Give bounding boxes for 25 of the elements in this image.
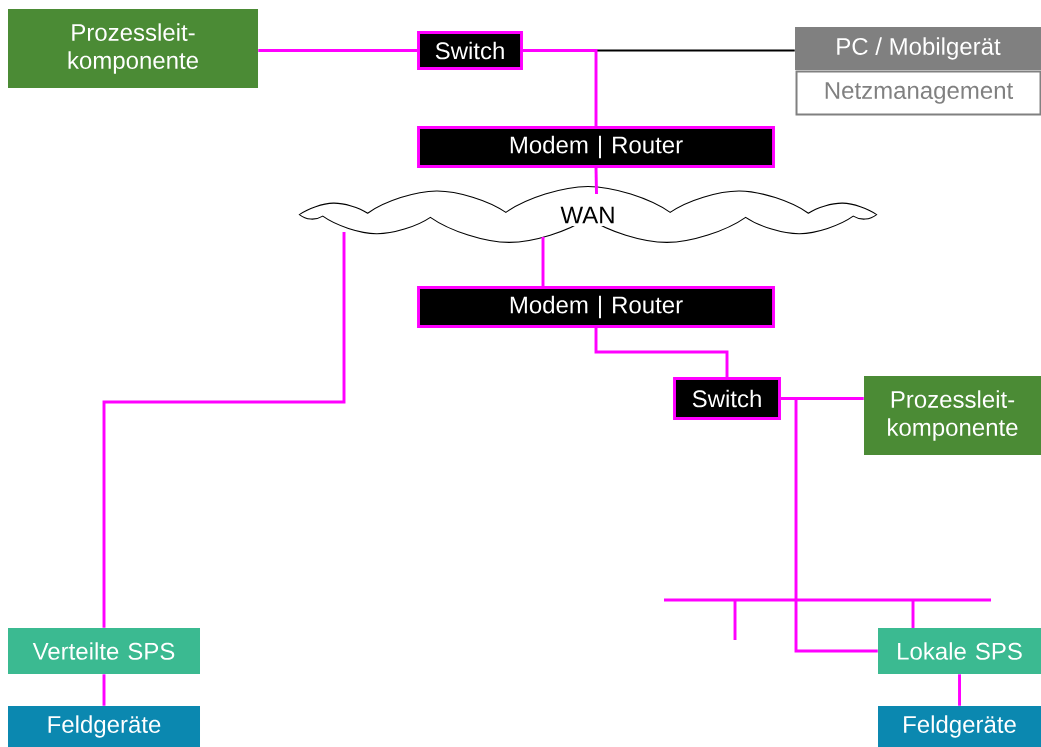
router-box: Modem | Router (417, 126, 775, 168)
connector-line (258, 49, 418, 52)
field-device-box: Feldgeräte (878, 706, 1041, 747)
connector-line (594, 327, 729, 378)
field-device-box: Feldgeräte (8, 706, 200, 747)
switch-box: Switch (417, 31, 523, 70)
connector-line (733, 601, 737, 640)
plc-box: Lokale SPS (878, 628, 1041, 674)
connector-line (594, 167, 598, 195)
connector-line (523, 49, 598, 127)
connector-line (911, 601, 915, 628)
connector-line (102, 674, 106, 706)
connector-line (102, 232, 346, 628)
process-box: Prozessleit- komponente (8, 9, 258, 88)
bus-line (664, 598, 991, 602)
router-box: Modem | Router (417, 286, 775, 328)
function-box: Netzmanagement (795, 70, 1041, 116)
connector-line (781, 397, 878, 653)
process-box: Prozessleit- komponente (864, 376, 1041, 455)
cloud: WAN (298, 185, 878, 243)
connector-line (541, 237, 545, 286)
connector-line (958, 674, 961, 706)
device-box: PC / Mobilgerät (795, 27, 1041, 70)
plc-box: Verteilte SPS (8, 628, 200, 674)
switch-box: Switch (673, 377, 781, 420)
